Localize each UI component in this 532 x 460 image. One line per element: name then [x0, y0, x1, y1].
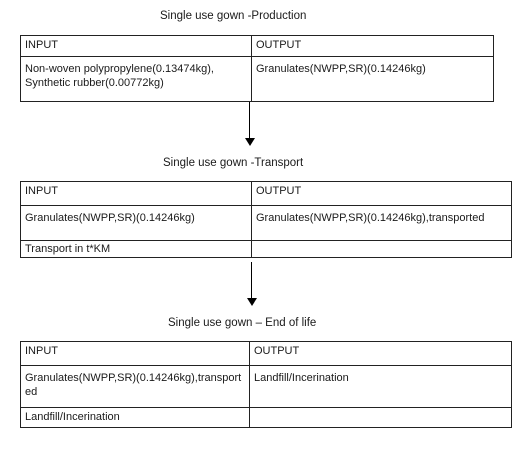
table-row: Landfill/Incerination [20, 407, 512, 428]
flow-arrow-down [245, 102, 255, 146]
output-cell [249, 407, 512, 428]
table-header-row: INPUT OUTPUT [20, 35, 494, 57]
input-header: INPUT [20, 181, 252, 206]
stage-title-end-of-life: Single use gown – End of life [168, 317, 317, 329]
flow-arrow-down [247, 262, 257, 306]
input-cell: Granulates(NWPP,SR)(0.14246kg),transport… [20, 365, 250, 408]
input-header: INPUT [20, 341, 250, 366]
table-row: Non-woven polypropylene(0.13474kg), Synt… [20, 56, 494, 102]
end-of-life-table: INPUT OUTPUT Granulates(NWPP,SR)(0.14246… [20, 341, 512, 428]
input-cell: Non-woven polypropylene(0.13474kg), Synt… [20, 56, 252, 102]
stage-title-transport: Single use gown -Transport [163, 157, 304, 169]
input-cell: Granulates(NWPP,SR)(0.14246kg) [20, 205, 252, 241]
input-header: INPUT [20, 35, 252, 57]
output-header: OUTPUT [249, 341, 512, 366]
production-table: INPUT OUTPUT Non-woven polypropylene(0.1… [20, 35, 494, 102]
output-cell: Granulates(NWPP,SR)(0.14246kg),transport… [251, 205, 512, 241]
input-cell: Transport in t*KM [20, 240, 252, 258]
table-row: Granulates(NWPP,SR)(0.14246kg) Granulate… [20, 205, 512, 241]
input-cell: Landfill/Incerination [20, 407, 250, 428]
output-header: OUTPUT [251, 35, 494, 57]
output-cell [251, 240, 512, 258]
output-cell: Landfill/Incerination [249, 365, 512, 408]
table-header-row: INPUT OUTPUT [20, 341, 512, 366]
table-row: Transport in t*KM [20, 240, 512, 258]
transport-table: INPUT OUTPUT Granulates(NWPP,SR)(0.14246… [20, 181, 512, 258]
table-header-row: INPUT OUTPUT [20, 181, 512, 206]
output-header: OUTPUT [251, 181, 512, 206]
table-row: Granulates(NWPP,SR)(0.14246kg),transport… [20, 365, 512, 408]
output-cell: Granulates(NWPP,SR)(0.14246kg) [251, 56, 494, 102]
stage-title-production: Single use gown -Production [160, 10, 307, 22]
